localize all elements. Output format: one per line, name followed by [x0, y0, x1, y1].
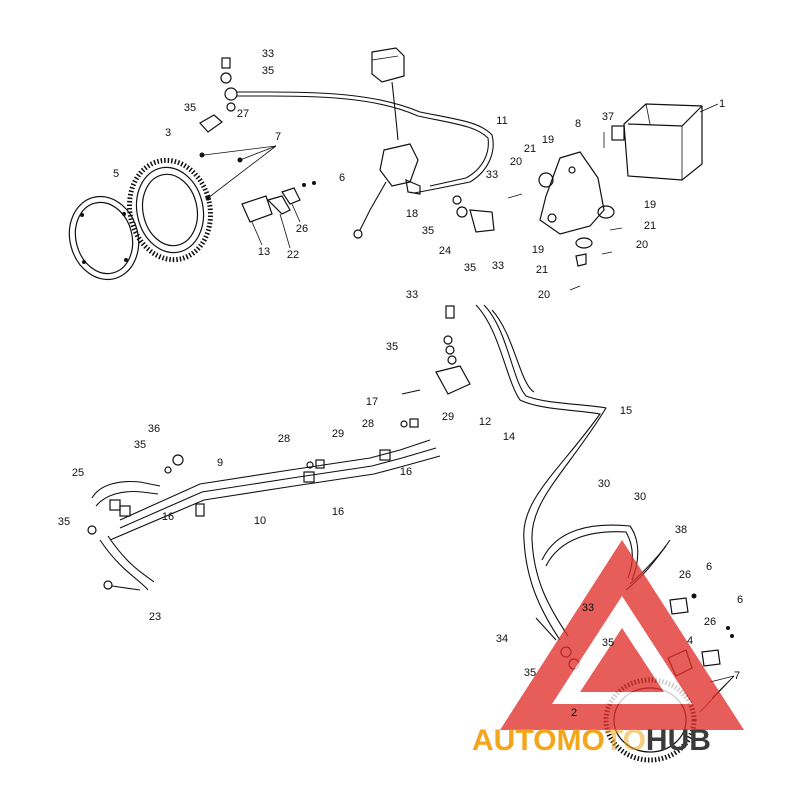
callout-16: 16 [332, 506, 344, 518]
watermark-text-part-c: HUB [646, 724, 711, 757]
callout-16: 16 [162, 511, 174, 523]
callout-30: 30 [598, 478, 610, 490]
callout-8: 8 [575, 118, 581, 130]
front-tone-ring-part [127, 157, 213, 263]
callout-33: 33 [486, 169, 498, 181]
watermark-text: AUTOMOTOHUB [472, 724, 711, 757]
callout-13: 13 [258, 246, 270, 258]
callout-28: 28 [362, 418, 374, 430]
callout-37: 37 [602, 111, 614, 123]
callout-38: 38 [675, 524, 687, 536]
callout-4: 4 [687, 635, 693, 647]
banjo-union-part [452, 195, 495, 233]
callout-29: 29 [442, 411, 454, 423]
callout-27: 27 [237, 108, 249, 120]
callout-5: 5 [113, 168, 119, 180]
callout-26: 26 [679, 569, 691, 581]
callout-23: 23 [149, 611, 161, 623]
callout-19: 19 [532, 244, 544, 256]
abs-modulator-part [611, 103, 719, 181]
callout-17: 17 [366, 396, 378, 408]
callout-14: 14 [503, 431, 515, 443]
callout-20: 20 [636, 239, 648, 251]
callout-35: 35 [134, 439, 146, 451]
callout-1: 1 [719, 98, 725, 110]
callout-35: 35 [262, 65, 274, 77]
callout-33: 33 [262, 48, 274, 60]
callout-21: 21 [536, 264, 548, 276]
callout-21: 21 [644, 220, 656, 232]
callout-28: 28 [278, 433, 290, 445]
callout-19: 19 [644, 199, 656, 211]
callout-35: 35 [58, 516, 70, 528]
callout-35: 35 [464, 262, 476, 274]
master-cylinder-part [353, 47, 421, 239]
callout-29: 29 [332, 428, 344, 440]
callout-22: 22 [287, 249, 299, 261]
callout-30: 30 [634, 491, 646, 503]
callout-25: 25 [72, 467, 84, 479]
callout-11: 11 [496, 115, 507, 127]
callout-15: 15 [620, 405, 632, 417]
callout-36: 36 [148, 423, 160, 435]
callout-3: 3 [165, 127, 171, 139]
callout-26: 26 [296, 223, 308, 235]
callout-35: 35 [184, 102, 196, 114]
watermark-logo [500, 540, 744, 730]
callout-6: 6 [339, 172, 345, 184]
callout-6: 6 [737, 594, 743, 606]
callout-21: 21 [524, 143, 536, 155]
front-sensor-part [199, 145, 316, 249]
callout-33: 33 [406, 289, 418, 301]
watermark-text-part-a: AUTOMO [472, 724, 605, 757]
callout-10: 10 [254, 515, 266, 527]
callout-12: 12 [479, 416, 491, 428]
abs-bracket-part [507, 132, 623, 291]
callout-35: 35 [602, 637, 614, 649]
callout-16: 16 [400, 466, 412, 478]
callout-33: 33 [582, 602, 594, 614]
callout-26: 26 [704, 616, 716, 628]
callout-18: 18 [406, 208, 418, 220]
callout-35: 35 [386, 341, 398, 353]
callout-35: 35 [422, 225, 434, 237]
watermark-text-part-b: TO [605, 724, 646, 757]
callout-6: 6 [706, 561, 712, 573]
callout-20: 20 [510, 156, 522, 168]
callout-19: 19 [542, 134, 554, 146]
watermark-triangle-inner-icon [580, 628, 664, 692]
gasket-ring-part [68, 195, 140, 281]
callout-20: 20 [538, 289, 550, 301]
callout-35: 35 [524, 667, 536, 679]
callout-7: 7 [275, 131, 281, 143]
callout-34: 34 [496, 633, 508, 645]
callout-9: 9 [217, 457, 223, 469]
callout-33: 33 [492, 260, 504, 272]
callout-24: 24 [439, 245, 451, 257]
front-hose-upper [199, 57, 494, 194]
callout-2: 2 [571, 707, 577, 719]
callout-7: 7 [734, 670, 740, 682]
